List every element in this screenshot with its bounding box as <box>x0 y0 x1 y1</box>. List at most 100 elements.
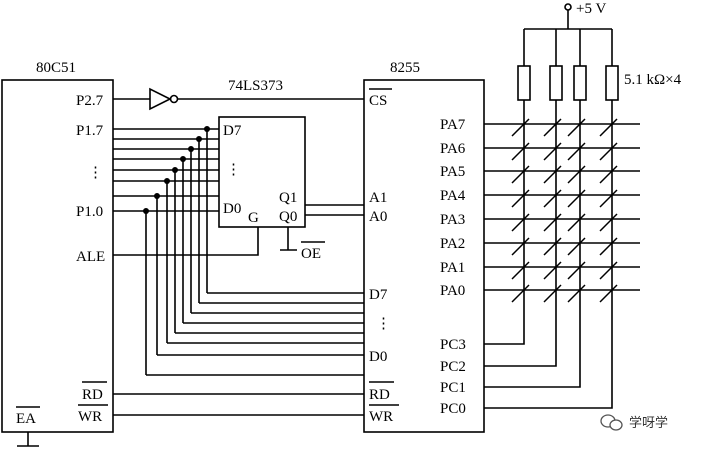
latch-74ls373-label: 74LS373 <box>228 78 283 94</box>
junction-dot <box>188 146 194 152</box>
junction-dots <box>143 126 210 214</box>
key-switch <box>543 237 562 256</box>
latch-74ls373-body <box>218 116 306 228</box>
key-switch <box>599 284 618 303</box>
mcu-pin-p17: P1.7 <box>76 123 104 139</box>
junction-dot <box>204 126 210 132</box>
pullup-resistors <box>517 29 619 101</box>
key-switch <box>599 213 618 232</box>
vcc-label: +5 V <box>576 1 606 17</box>
ppi-pin-pa2: PA2 <box>440 236 465 252</box>
key-switch <box>543 261 562 280</box>
mcu-pin-p27: P2.7 <box>76 93 104 109</box>
key-switch <box>543 165 562 184</box>
key-switch <box>511 165 530 184</box>
key-switch <box>543 118 562 137</box>
key-matrix <box>511 118 618 303</box>
key-switch <box>599 118 618 137</box>
inverter-gate <box>149 87 172 111</box>
key-switch <box>543 142 562 161</box>
key-switch <box>511 237 530 256</box>
latch-pin-oe: OE <box>301 246 321 262</box>
key-switch <box>567 213 586 232</box>
key-switch <box>567 261 586 280</box>
ppi-pin-d7: D7 <box>369 287 388 303</box>
pullup-resistor <box>517 65 531 101</box>
ppi-pin-a1: A1 <box>369 190 387 206</box>
key-switch <box>567 284 586 303</box>
key-switch <box>599 142 618 161</box>
resistor-value-label: 5.1 kΩ×4 <box>624 72 682 88</box>
junction-dot <box>172 167 178 173</box>
key-switch <box>511 118 530 137</box>
ppi-pin-dots: ⋮ <box>376 316 391 332</box>
junction-dot <box>143 208 149 214</box>
watermark: 学呀学 <box>600 414 668 431</box>
column-line-pc0 <box>484 100 613 409</box>
ppi-pin-d0: D0 <box>369 349 387 365</box>
key-switch <box>599 261 618 280</box>
ppi-pin-wr: WR <box>369 409 393 425</box>
ppi-pin-rd: RD <box>369 387 390 403</box>
key-switch <box>543 189 562 208</box>
key-switch <box>511 213 530 232</box>
ppi-pin-pa0: PA0 <box>440 283 465 299</box>
key-switch <box>599 189 618 208</box>
pullup-resistor <box>605 65 619 101</box>
ppi-pin-pc2: PC2 <box>440 359 466 375</box>
key-switch <box>543 213 562 232</box>
key-switch <box>511 284 530 303</box>
junction-dot <box>180 156 186 162</box>
key-switch <box>511 189 530 208</box>
key-switch <box>511 142 530 161</box>
junction-dot <box>196 136 202 142</box>
key-switch <box>599 165 618 184</box>
latch-pin-dots: ⋮ <box>226 162 241 178</box>
ppi-pin-pa4: PA4 <box>440 188 466 204</box>
watermark-text: 学呀学 <box>629 415 668 430</box>
key-switch <box>567 165 586 184</box>
mcu-pin-rd: RD <box>82 387 103 403</box>
key-switch <box>567 142 586 161</box>
ale-wire <box>113 227 259 256</box>
data-bus-taps <box>145 129 208 375</box>
row-lines <box>484 123 640 291</box>
latch-pin-q0: Q0 <box>279 209 297 225</box>
ppi-pin-a0: A0 <box>369 209 387 225</box>
mcu-pin-dots: ⋮ <box>88 165 103 181</box>
ppi-pin-pa7: PA7 <box>440 117 466 133</box>
ppi-pin-pc3: PC3 <box>440 337 466 353</box>
p1-bus <box>113 128 219 212</box>
key-switch <box>567 237 586 256</box>
mcu-pin-ale: ALE <box>76 249 105 265</box>
junction-dot <box>154 193 160 199</box>
key-switch <box>511 261 530 280</box>
column-line-pc3 <box>484 100 525 345</box>
latch-pin-q1: Q1 <box>279 190 297 206</box>
latch-pin-d7: D7 <box>223 123 242 139</box>
ppi-pin-pa5: PA5 <box>440 164 465 180</box>
pullup-resistor <box>573 65 587 101</box>
inverter-bubble <box>169 94 179 104</box>
ppi-pin-pc0: PC0 <box>440 401 466 417</box>
ppi-pin-pa3: PA3 <box>440 212 465 228</box>
vcc-terminal <box>564 3 572 11</box>
wechat-icon <box>600 414 623 431</box>
mcu-pin-wr: WR <box>78 409 102 425</box>
key-switch <box>599 237 618 256</box>
key-switch <box>567 189 586 208</box>
ppi-pin-pa6: PA6 <box>440 141 466 157</box>
key-switch <box>567 118 586 137</box>
latch-pin-d0: D0 <box>223 201 241 217</box>
ppi-pin-pc1: PC1 <box>440 380 466 396</box>
mcu-pin-ea: EA <box>16 411 36 427</box>
mcu-pin-p10: P1.0 <box>76 204 103 220</box>
ppi-pin-cs: CS <box>369 93 387 109</box>
key-switch <box>543 284 562 303</box>
data-bus-horizontal <box>146 292 364 376</box>
ppi-pin-pa1: PA1 <box>440 260 465 276</box>
ppi-8255-label: 8255 <box>390 60 420 76</box>
latch-pin-g: G <box>248 210 259 226</box>
pullup-resistor <box>549 65 563 101</box>
